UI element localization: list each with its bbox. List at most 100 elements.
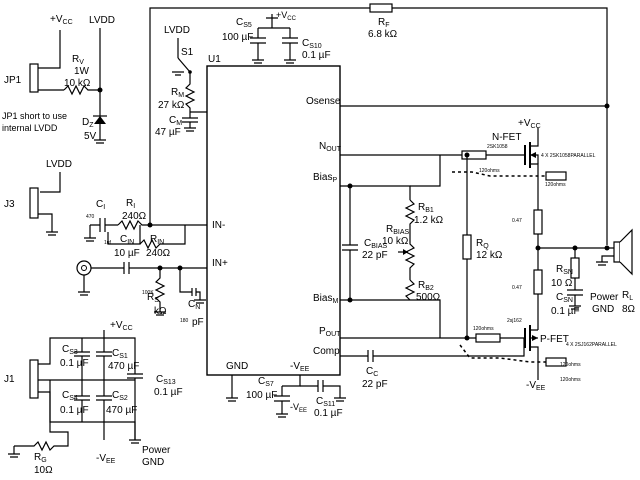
cs1-name-label: CS1 — [112, 348, 128, 360]
feedback-wire-right — [392, 7, 608, 245]
power-gnd-left-line2: GND — [142, 457, 164, 468]
cs3-name-label: CS3 — [62, 344, 78, 356]
speaker-cone-icon — [619, 228, 633, 276]
pfet-gate-resistor — [475, 333, 501, 343]
j3-ground-icon — [38, 213, 58, 236]
rq-bottom-junction — [464, 335, 470, 341]
ci-cin-bridge-wire — [107, 225, 141, 245]
j3-connector[interactable] — [29, 187, 39, 219]
rv-dz-junction — [97, 87, 103, 93]
cs11-capacitor — [300, 380, 346, 402]
lvdd-label-s1: LVDD — [164, 25, 190, 36]
j1-connector[interactable] — [29, 359, 39, 399]
cn-capacitor — [179, 268, 206, 304]
cs4-value-label: 0.1 µF — [60, 405, 89, 416]
rb1-value-label: 1.2 kΩ — [414, 215, 444, 226]
pfet-drain-source — [530, 329, 539, 375]
rb1-resistor — [404, 199, 416, 234]
cs10-value-label: 0.1 µF — [302, 50, 331, 61]
rs-small-label: 100K — [142, 290, 154, 296]
osense-pin-label: Osense — [306, 96, 341, 107]
ci-small-label-1: 470 — [86, 214, 95, 220]
rf-resistor — [369, 3, 393, 13]
rm-value-label: 27 kΩ — [158, 100, 185, 111]
vcc-j1-label: +VCC — [110, 320, 133, 332]
s1-switch-lever — [177, 57, 191, 73]
rbias-potentiometer[interactable] — [404, 234, 416, 280]
biasp-pin-label: BiasP — [313, 172, 337, 184]
output-junction — [535, 245, 541, 251]
ohm120-label-b: 120ohms — [479, 168, 500, 174]
rb2-name-label: RB2 — [418, 280, 434, 292]
biasm-junction — [347, 297, 353, 303]
vcc-cs5-arrow — [266, 14, 278, 19]
nfet-body-wire — [530, 154, 539, 164]
csn-value-label: 0.1 µF — [551, 306, 580, 317]
cn-name-label: CN — [188, 299, 200, 311]
vcc-jp1-wire — [38, 30, 61, 69]
in-plus-wire — [91, 262, 207, 274]
cm-value-label: 47 µF — [155, 127, 181, 138]
nfet-parallel-resistor — [545, 171, 567, 181]
dz-name-label: DZ — [82, 117, 94, 129]
lvdd-j3-wire — [40, 172, 61, 193]
cs5-cs10-vcc-wire — [258, 18, 290, 29]
nfet-parallel-dashed-line — [452, 171, 546, 177]
cs5-name-label: CS5 — [236, 17, 252, 29]
ri-value-label: 240Ω — [122, 211, 147, 222]
in-minus-pin-label: IN- — [212, 220, 225, 231]
cs3-value-label: 0.1 µF — [60, 358, 89, 369]
vee-bottom-label: -VEE — [290, 402, 307, 414]
s1-label: S1 — [181, 47, 194, 58]
vee-j1-label: -VEE — [96, 453, 116, 465]
pout-pin-label: POUT — [319, 326, 341, 338]
rb1-name-label: RB1 — [418, 202, 434, 214]
cs7-value-label: 100 µF — [246, 390, 277, 401]
u1-gnd-icon — [226, 375, 238, 402]
cs3-capacitor — [74, 338, 90, 380]
jp1-note-line1: JP1 short to use — [2, 111, 67, 121]
nfet-part-label: 2SK1058 — [487, 144, 508, 150]
rsn-name-label: RSN — [556, 264, 573, 276]
rb2-value-label: 500Ω — [416, 292, 441, 303]
vcc-cs5-label: +VCC — [276, 10, 297, 22]
cbias-capacitor — [342, 186, 358, 300]
rv-power-label: 1W — [74, 66, 90, 77]
pfet-parallel-resistor — [545, 357, 567, 367]
biasm-pin-label: BiasM — [313, 293, 338, 305]
cs1-value-label: 470 µF — [108, 361, 139, 372]
cm-ground-icon — [184, 127, 196, 132]
rm-resistor — [184, 72, 196, 112]
pfet-label: P-FET — [540, 334, 569, 345]
ci-name-label: CI — [96, 199, 105, 211]
power-gnd-left-icon — [129, 439, 141, 444]
cn-small-label: 180 — [180, 318, 189, 324]
pfet-source-resistor — [533, 269, 543, 295]
cs2-capacitor — [96, 380, 112, 422]
power-gnd-right-line1: Power — [590, 292, 619, 303]
dz-zener-icon — [94, 116, 106, 124]
jp1-connector[interactable] — [29, 63, 39, 93]
rg-name-label: RG — [34, 452, 47, 464]
rv-resistor — [63, 84, 100, 96]
ri-name-label: RI — [126, 198, 135, 210]
r047-label-a: 0.47 — [512, 218, 522, 224]
lvdd-label-dz: LVDD — [89, 15, 115, 26]
nout-pin-label: NOUT — [319, 141, 342, 153]
rs-ground-icon — [154, 311, 166, 316]
power-gnd-right-icon — [596, 255, 614, 266]
cin-value-label: 10 µF — [114, 248, 140, 259]
ohm120-label-d: 120ohms — [560, 377, 581, 383]
cs13-value-label: 0.1 µF — [154, 387, 183, 398]
rin-value-label: 240Ω — [146, 248, 171, 259]
power-gnd-right-line2: GND — [592, 304, 614, 315]
dz-ground-icon — [94, 124, 106, 144]
ohm120-label-e: 120ohms — [560, 362, 581, 368]
vcc-fet-label: +VCC — [518, 118, 541, 130]
u1-vee-wire — [282, 375, 301, 387]
rv-value-label: 10 kΩ — [64, 78, 91, 89]
speaker-icon — [613, 241, 621, 263]
rb2-resistor — [404, 279, 416, 301]
vee-pin-label: -VEE — [290, 361, 310, 373]
cs7-name-label: CS7 — [258, 376, 274, 388]
